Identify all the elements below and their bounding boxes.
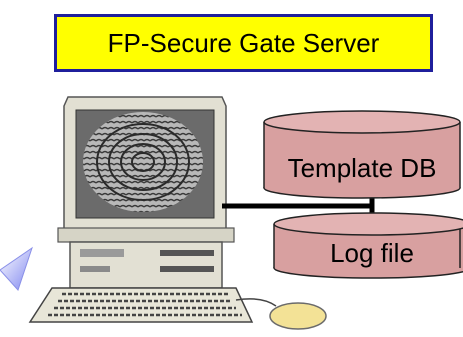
template-db-label: Template DB (288, 153, 437, 183)
server-title-box: FP-Secure Gate Server (54, 14, 433, 72)
log-file-label: Log file (330, 238, 414, 268)
pointer-arrow-icon (0, 246, 33, 291)
server-title: FP-Secure Gate Server (107, 27, 380, 58)
fingerprint-icon (83, 112, 203, 212)
log-file-cylinder: Log file (273, 212, 463, 279)
template-db-cylinder: Template DB (263, 110, 461, 199)
mouse-icon (269, 302, 327, 330)
keyboard-icon (28, 287, 254, 323)
computer-icon (28, 96, 327, 330)
